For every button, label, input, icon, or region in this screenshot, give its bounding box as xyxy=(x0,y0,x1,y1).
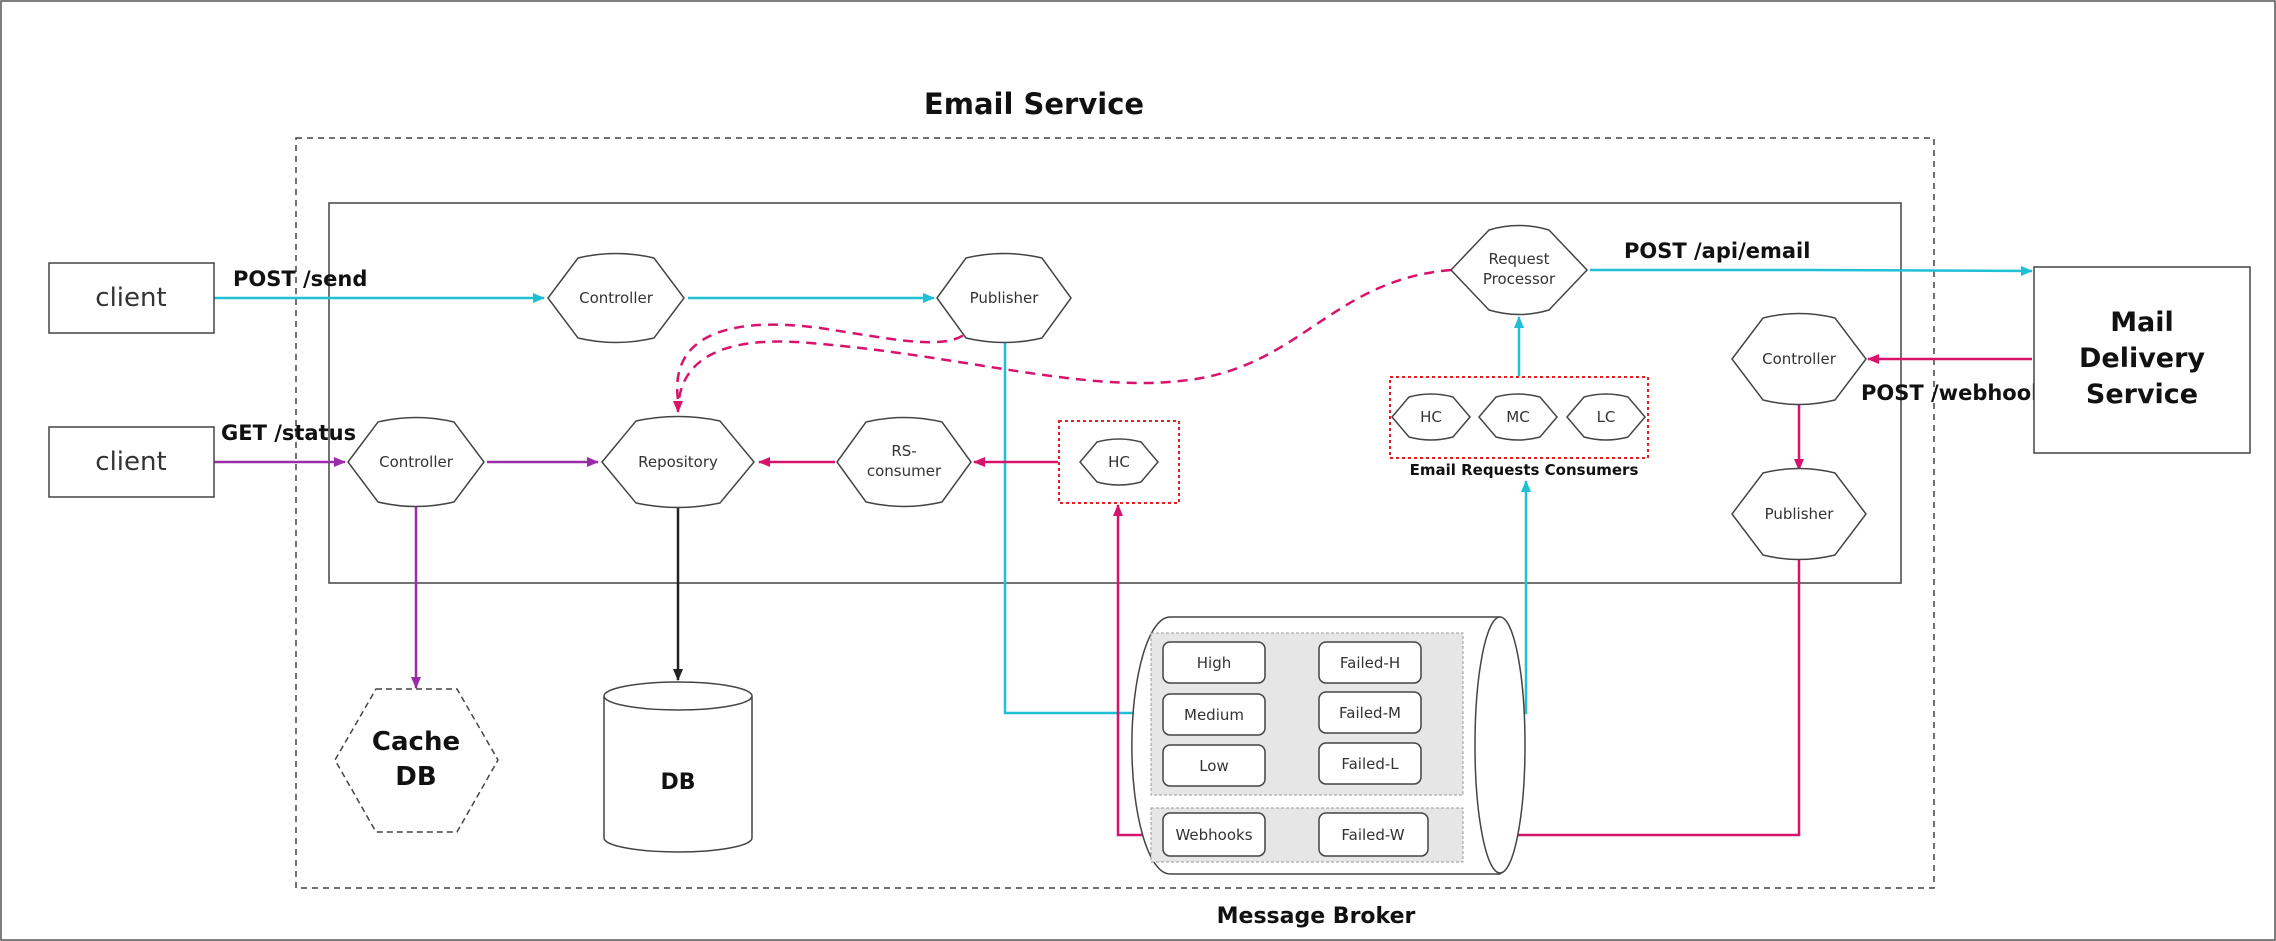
consumers-caption: Email Requests Consumers xyxy=(1410,461,1639,479)
request-processor-label-line2: Processor xyxy=(1483,270,1556,288)
hc-consumer-node xyxy=(1391,393,1471,441)
queue-failed-l-label: Failed-L xyxy=(1341,755,1399,773)
hc-consumer-label: HC xyxy=(1420,408,1442,426)
client-status-label: client xyxy=(95,447,166,477)
db-node-top xyxy=(603,681,753,711)
mc-consumer-label: MC xyxy=(1506,408,1529,426)
db-label: DB xyxy=(660,770,695,795)
edge-processor-to-mail xyxy=(1590,265,2033,276)
mail-delivery-service-box xyxy=(2033,266,2251,454)
post-webhook-label: POST /webhook xyxy=(1861,381,2046,405)
repository-label: Repository xyxy=(638,453,718,471)
queue-high xyxy=(1162,641,1266,684)
publisher-send-node xyxy=(936,252,1072,344)
queue-medium-label: Medium xyxy=(1184,706,1244,724)
post-send-label: POST /send xyxy=(233,267,367,291)
request-processor-label-line1: Request xyxy=(1489,250,1550,268)
consumers-group xyxy=(1389,376,1649,459)
mail-delivery-label-line3: Service xyxy=(2086,379,2198,410)
message-broker-end xyxy=(1474,616,1526,874)
queue-low xyxy=(1162,744,1266,787)
lc-consumer-label: LC xyxy=(1597,408,1616,426)
queue-high-label: High xyxy=(1197,654,1231,672)
post-api-email-label: POST /api/email xyxy=(1624,239,1810,263)
get-status-label: GET /status xyxy=(221,421,356,445)
queue-failed-h-label: Failed-H xyxy=(1340,654,1400,672)
controller-status-node xyxy=(347,416,485,508)
edge-webhooks-to-hc xyxy=(1113,504,1150,837)
hc-webhook-label: HC xyxy=(1108,453,1130,471)
lc-consumer-node xyxy=(1566,393,1646,441)
client-status-box xyxy=(48,426,215,498)
cache-db-node xyxy=(334,688,499,833)
controller-webhook-node xyxy=(1731,312,1867,406)
cache-db-label-line1: Cache xyxy=(372,727,460,757)
rs-consumer-node xyxy=(836,416,972,508)
hc-webhook-group xyxy=(1058,420,1180,504)
queue-webhooks-label: Webhooks xyxy=(1175,826,1252,844)
queue-webhooks xyxy=(1162,812,1266,857)
controller-send-node xyxy=(547,252,685,344)
message-broker-label: Message Broker xyxy=(1217,904,1416,929)
controller-status-label: Controller xyxy=(379,453,454,471)
edge-publisher-to-queue xyxy=(1003,340,1151,718)
rs-consumer-label-line2: consumer xyxy=(867,462,942,480)
publisher-send-label: Publisher xyxy=(970,289,1040,307)
mc-consumer-node xyxy=(1478,393,1558,441)
client-send-box xyxy=(48,262,215,334)
queue-failed-m-label: Failed-M xyxy=(1339,704,1401,722)
cache-db-label-line2: DB xyxy=(395,762,436,792)
db-node xyxy=(603,696,753,853)
edge-processor-to-repository-dashed xyxy=(673,268,1452,413)
edge-publisher-to-repository-dashed xyxy=(675,322,976,401)
mail-delivery-label-line1: Mail xyxy=(2110,307,2174,338)
queue-failed-l xyxy=(1318,742,1422,785)
mail-delivery-label-line2: Delivery xyxy=(2079,343,2205,374)
queue-failed-w-label: Failed-W xyxy=(1341,826,1404,844)
queue-failed-w xyxy=(1318,812,1429,857)
queue-medium xyxy=(1162,693,1266,736)
hc-webhook-node xyxy=(1079,438,1159,486)
repository-node xyxy=(601,415,755,509)
edge-webhook-publisher-to-queue xyxy=(1466,560,1801,840)
queue-failed-h xyxy=(1318,641,1422,684)
email-service-title: Email Service xyxy=(924,87,1144,121)
rs-consumer-label-line1: RS- xyxy=(891,442,916,460)
client-send-label: client xyxy=(95,283,166,313)
application-box xyxy=(328,202,1902,584)
publisher-webhook-node xyxy=(1731,467,1867,561)
publisher-webhook-label: Publisher xyxy=(1765,505,1835,523)
controller-webhook-label: Controller xyxy=(1762,350,1837,368)
queue-failed-m xyxy=(1318,691,1422,734)
controller-send-label: Controller xyxy=(579,289,654,307)
queue-low-label: Low xyxy=(1199,757,1229,775)
email-service-boundary xyxy=(295,137,1935,889)
request-processor-node xyxy=(1449,224,1589,316)
